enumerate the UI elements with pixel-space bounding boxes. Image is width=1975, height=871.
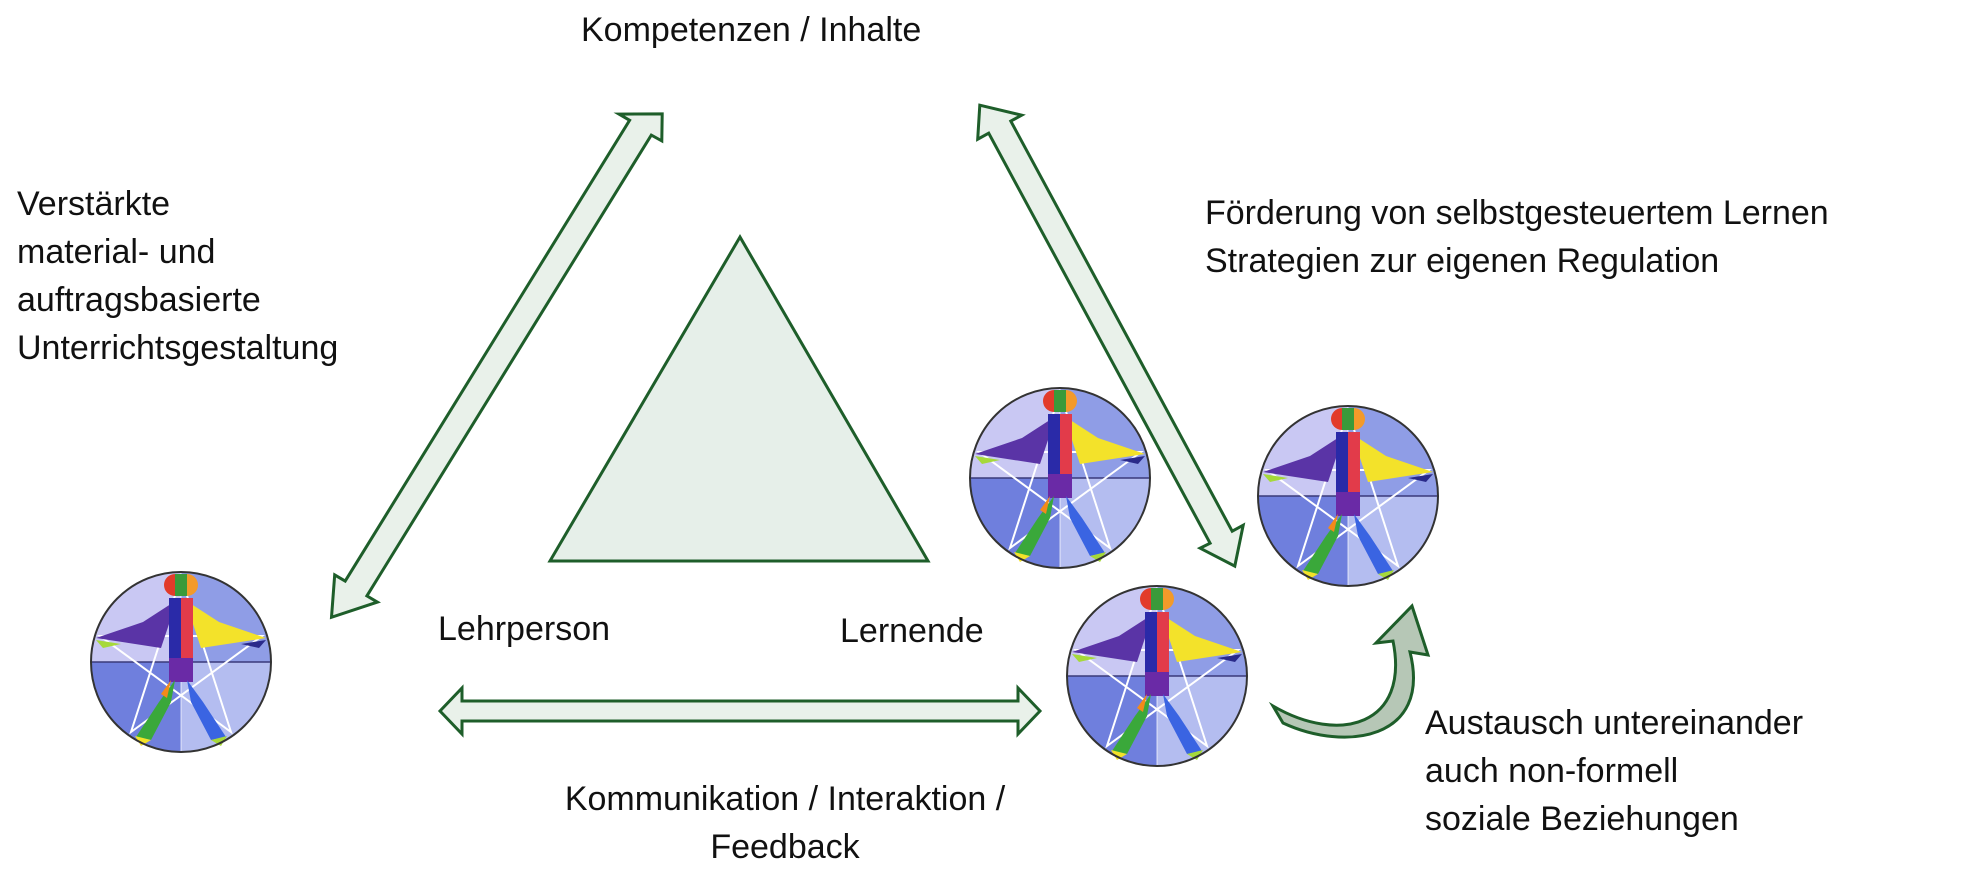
pentagram-figure-icon xyxy=(90,571,272,753)
label-line: auch non-formell xyxy=(1425,752,1679,790)
arrow-bottom-horizontal xyxy=(437,684,1043,738)
label-competences-text: Kompetenzen / Inhalte xyxy=(581,11,922,49)
label-line: Strategien zur eigenen Regulation xyxy=(1205,242,1720,280)
curved-arrow xyxy=(1268,603,1431,739)
label-teacher-text: Lehrperson xyxy=(438,610,611,648)
label-learners: Lernende xyxy=(840,607,984,655)
label-self-directed-learning: Förderung von selbstgesteuertem Lernen S… xyxy=(1205,189,1829,285)
label-line: Austausch untereinander xyxy=(1425,704,1804,742)
pentagram-figure-icon xyxy=(1257,405,1439,587)
label-line: Verstärkte xyxy=(17,185,171,223)
arrow-left-diagonal xyxy=(329,112,664,620)
label-line: Förderung von selbstgesteuertem Lernen xyxy=(1205,194,1829,232)
label-line: soziale Beziehungen xyxy=(1425,800,1739,838)
arrow-right-diagonal xyxy=(976,103,1246,569)
label-learners-text: Lernende xyxy=(840,612,984,650)
pentagram-figure-icon xyxy=(969,387,1151,569)
label-teaching-design: Verstärkte material- und auftragsbasiert… xyxy=(17,180,338,372)
pentagram-figure-icon xyxy=(1066,585,1248,767)
label-line: material- und xyxy=(17,233,216,271)
label-communication: Kommunikation / Interaktion / Feedback xyxy=(520,775,1050,871)
label-line: Unterrichtsgestaltung xyxy=(17,329,339,367)
label-exchange: Austausch untereinander auch non-formell… xyxy=(1425,699,1803,843)
label-competences: Kompetenzen / Inhalte xyxy=(581,6,921,54)
label-line: Kommunikation / Interaktion / xyxy=(564,780,1006,818)
label-teacher: Lehrperson xyxy=(438,605,610,653)
label-line: auftragsbasierte xyxy=(17,281,261,319)
label-line: Feedback xyxy=(710,828,860,866)
central-triangle xyxy=(547,234,931,563)
